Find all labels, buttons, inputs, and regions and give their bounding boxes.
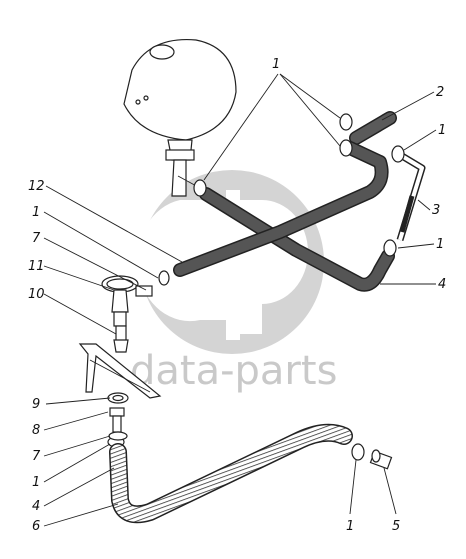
callout-7-left-a: 7 [32, 231, 41, 246]
watermark-letter-d [137, 200, 226, 322]
callout-3: 3 [432, 203, 440, 218]
callout-1-left-a: 1 [32, 205, 40, 220]
watermark-bar [226, 190, 240, 340]
callout-5: 5 [392, 519, 400, 534]
hose-12-long [173, 141, 389, 277]
watermark-logo: data-parts [130, 170, 337, 394]
pipe-3 [396, 152, 426, 242]
callout-4-right: 4 [438, 277, 446, 292]
fittings-stack [107, 392, 129, 441]
hose-clamps [107, 113, 405, 461]
callout-8: 8 [32, 423, 40, 438]
fitting-5 [369, 449, 393, 470]
callout-1-left-b: 1 [32, 475, 40, 490]
callout-6: 6 [32, 519, 40, 534]
callout-10: 10 [28, 287, 45, 302]
callout-1-right-mid: 1 [436, 237, 444, 252]
hose-4-long [199, 187, 395, 292]
callout-1-top: 1 [272, 57, 280, 72]
watermark-text: data-parts [130, 348, 337, 394]
callout-1-right-top: 1 [438, 123, 446, 138]
leader-lines [43, 73, 437, 527]
callout-labels: 1 2 1 3 1 4 12 1 7 11 10 9 8 7 1 4 6 1 5 [28, 57, 446, 534]
callout-1-bottom: 1 [346, 519, 354, 534]
heater-tap [101, 275, 153, 353]
callout-7-left-b: 7 [32, 449, 41, 464]
callout-9: 9 [32, 397, 40, 412]
callout-12: 12 [28, 179, 45, 194]
corrugated-hose-6 [109, 423, 353, 524]
hose-2 [349, 111, 397, 145]
callout-11: 11 [28, 259, 45, 274]
callout-4-left: 4 [32, 499, 40, 514]
bracket [78, 343, 162, 399]
callout-2: 2 [436, 85, 444, 100]
